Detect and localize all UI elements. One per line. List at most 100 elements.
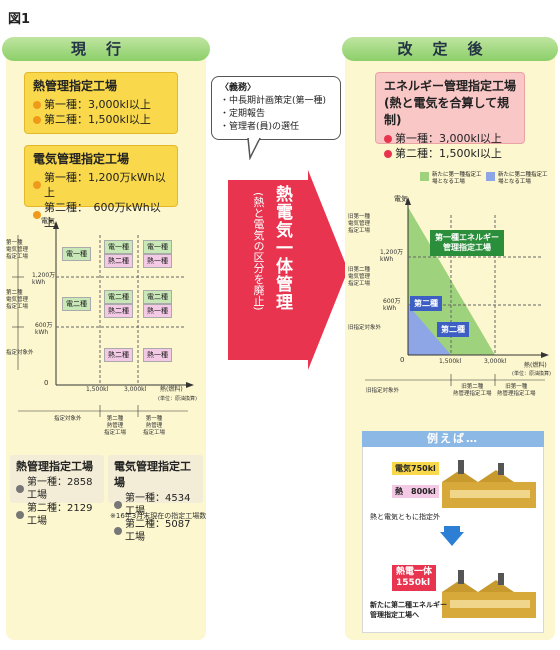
arrow-sub-label: (熱と電気の区分を廃止): [252, 192, 265, 311]
after-chart: [365, 197, 549, 386]
after-x-zone-1: 旧指定対象外: [366, 388, 400, 394]
cell-elec1: 電一種: [104, 240, 133, 254]
cell-elec2: 電二種: [104, 290, 133, 304]
chart-x-tick-1: 1,500kl: [86, 386, 109, 393]
elec-item-1: 第一種：1,200万kWh以上: [44, 171, 166, 199]
example-header: 例えば…: [362, 431, 544, 447]
second-type-label: 第二種: [410, 296, 442, 311]
after-y-zone-2: 旧第二種 電気管理 指定工場: [348, 267, 371, 287]
after-origin: 0: [400, 356, 405, 364]
current-header: 現行: [2, 37, 210, 61]
duty-3: ・管理者(員)の選任: [220, 122, 300, 132]
after-header: 改定後: [342, 37, 558, 61]
elec-item-2: 第二種： 600万kWh以上: [44, 201, 161, 229]
legend-blue-swatch: [486, 172, 495, 181]
count-note: ※16年3月末現在の指定工場数: [110, 512, 207, 520]
factory-icon: [442, 460, 536, 508]
duty-2: ・定期報告: [220, 109, 266, 119]
bullet-icon: [33, 181, 41, 189]
energy-subtitle: (熱と電気を合算して規制): [384, 96, 510, 127]
transition-arrow: [228, 170, 348, 370]
cell-elec2: 電二種: [62, 297, 91, 311]
elec-title: 電気管理指定工場: [33, 152, 130, 166]
energy-designation-box: エネルギー管理指定工場 (熱と電気を合算して規制) 第一種：3,000kl以上 …: [375, 72, 525, 160]
chart-y-title: 電気: [41, 217, 55, 225]
chart-x-unit: (単位：原油換算): [158, 396, 197, 402]
duty-title: 〈義務〉: [220, 83, 257, 93]
bullet-icon: [114, 501, 122, 509]
cell-heat1: 熱一種: [143, 304, 172, 318]
chart-y-tick-2: 600万 kWh: [35, 322, 53, 336]
cell-elec2: 電二種: [143, 290, 172, 304]
bullet-icon: [384, 134, 392, 143]
x-zone-2: 第二種 熱管理 指定工場: [104, 416, 127, 436]
current-chart: [12, 221, 194, 417]
after-y-zone-3: 旧指定対象外: [348, 325, 382, 331]
example-heat-tag: 熱 800kl: [392, 485, 439, 498]
after-x-tick-1: 1,500kl: [439, 358, 462, 365]
duty-1: ・中長期計画策定(第一種): [220, 96, 327, 106]
cell-heat1: 熱一種: [143, 348, 172, 362]
legend-first-text: 新たに第一種指定工場となる工場: [432, 172, 482, 185]
heat-count-box: 熱管理指定工場 第一種：2858工場 第二種：2129工場: [10, 455, 104, 527]
y-zone-3: 指定対象外: [6, 350, 34, 356]
elec-count-title: 電気管理指定工場: [114, 460, 191, 489]
after-y-title: 電気: [394, 195, 408, 203]
after-x-title: 熱(燃料): [524, 362, 547, 369]
chart-x-tick-2: 3,000kl: [124, 386, 147, 393]
heat-designation-box: 熱管理指定工場 第一種：3,000kl以上 第二種：1,500kl以上: [24, 72, 178, 134]
arrow-main-label: 熱電気一体管理: [272, 185, 292, 311]
example-elec-tag: 電気750kl: [392, 462, 439, 475]
first-type-label: 第一種エネルギー 管理指定工場: [430, 230, 504, 256]
heat-count-title: 熱管理指定工場: [16, 460, 93, 473]
cell-elec1: 電一種: [143, 240, 172, 254]
legend-green-swatch: [420, 172, 429, 181]
bullet-icon: [33, 211, 41, 219]
heat-count-2: 第二種：2129工場: [27, 503, 93, 527]
heat-count-1: 第一種：2858工場: [27, 477, 93, 501]
after-y-tick-1: 1,200万 kWh: [380, 249, 404, 263]
bullet-icon: [16, 485, 24, 493]
elec-designation-box: 電気管理指定工場 第一種：1,200万kWh以上 第二種： 600万kWh以上: [24, 145, 178, 229]
legend-second: 新たに第二種指定工場となる工場: [486, 172, 550, 186]
chart-x-title: 熱(燃料): [160, 386, 183, 393]
energy-item-1: 第一種：3,000kl以上: [395, 132, 502, 145]
example-result: 新たに第二種エネルギー 管理指定工場へ: [370, 601, 447, 619]
energy-title: エネルギー管理指定工場: [384, 79, 517, 93]
legend-second-text: 新たに第二種指定工場となる工場: [498, 172, 548, 185]
chart-y-tick-1: 1,200万 kWh: [32, 272, 56, 286]
elec-count-2: 第二種：5087工場: [125, 519, 191, 543]
cell-heat2: 熱二種: [104, 304, 133, 318]
second-type-label: 第二種: [437, 322, 469, 337]
example-note: 熱と電気ともに指定外: [370, 513, 440, 521]
figure-label: 図1: [8, 12, 31, 27]
after-y-tick-2: 600万 kWh: [383, 298, 401, 312]
current-panel: [6, 42, 206, 640]
after-x-zone-3: 旧第一種 熱管理指定工場: [497, 384, 536, 397]
bullet-icon: [114, 527, 122, 535]
cell-heat2: 熱二種: [104, 254, 133, 268]
legend-first: 新たに第一種指定工場となる工場: [420, 172, 482, 186]
y-zone-1: 第一種 電気管理 指定工場: [6, 240, 29, 260]
bubble-tail: [247, 138, 261, 160]
elec-count-box: 電気管理指定工場 第一種：4534工場 第二種：5087工場: [108, 455, 203, 543]
x-zone-1: 指定対象外: [54, 416, 82, 422]
x-zone-3: 第一種 熱管理 指定工場: [143, 416, 166, 436]
bullet-icon: [33, 100, 41, 109]
after-x-tick-2: 3,000kl: [484, 358, 507, 365]
energy-item-2: 第二種：1,500kl以上: [395, 147, 502, 160]
bullet-icon: [16, 511, 24, 519]
after-x-unit: (単位：原油換算): [512, 371, 551, 377]
after-y-zone-1: 旧第一種 電気管理 指定工場: [348, 214, 371, 234]
cell-elec1: 電一種: [62, 247, 91, 261]
after-x-zone-2: 旧第二種 熱管理指定工場: [453, 384, 492, 397]
bullet-icon: [33, 115, 41, 124]
heat-item-1: 第一種：3,000kl以上: [44, 98, 151, 111]
heat-title: 熱管理指定工場: [33, 79, 118, 93]
duty-bubble: 〈義務〉 ・中長期計画策定(第一種) ・定期報告 ・管理者(員)の選任: [211, 76, 341, 140]
example-total-tag: 熱電一体 1550kl: [392, 565, 437, 591]
elec-count-1: 第一種：4534工場: [125, 493, 191, 517]
heat-item-2: 第二種：1,500kl以上: [44, 113, 151, 126]
cell-heat2: 熱二種: [104, 348, 133, 362]
bullet-icon: [384, 149, 392, 158]
